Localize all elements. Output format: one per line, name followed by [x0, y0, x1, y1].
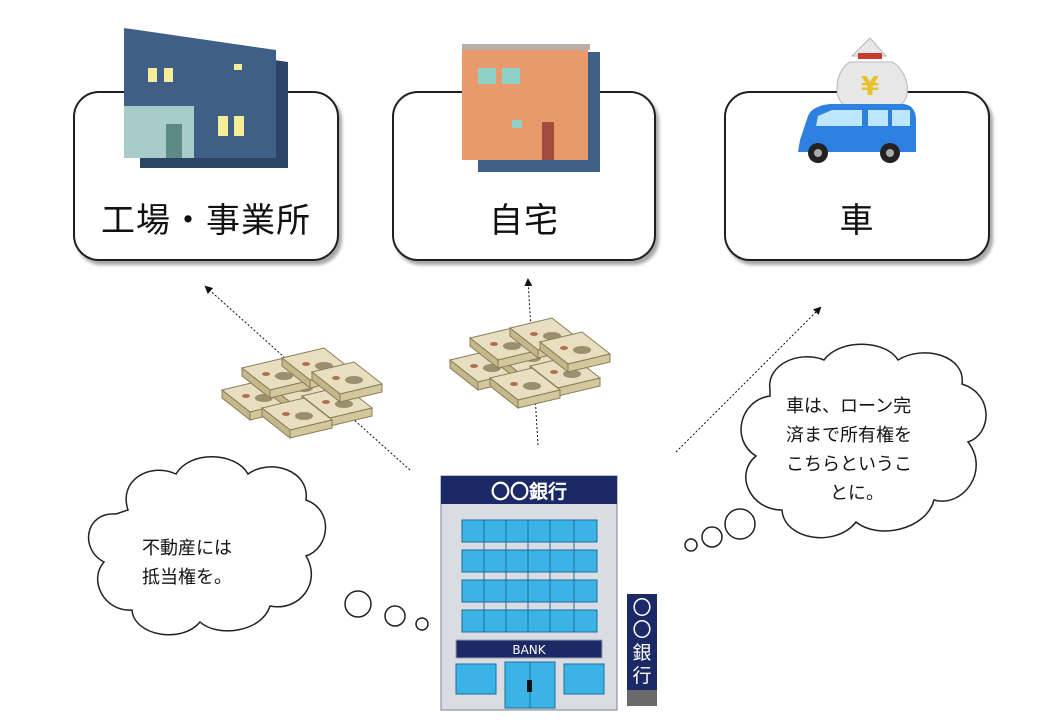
thought-bubble-left: [87, 456, 429, 636]
factory-label: 工場・事業所: [101, 201, 311, 241]
bubble-right-line-3: こちらというこ: [786, 454, 912, 475]
bubble-right-line-1: 車は、ローン完: [786, 396, 912, 417]
cash-pile-left: [222, 348, 382, 438]
home-label: 自宅: [489, 201, 559, 241]
house-icon: [462, 44, 600, 172]
bubble-left-text: 不動産には 抵当権を。: [142, 534, 232, 592]
bank-panel-label: BANK: [512, 643, 546, 657]
car-with-money-bag-icon: ¥: [798, 37, 916, 163]
bank-building: 〇〇銀行 BANK: [440, 475, 618, 711]
arrow-to-home: [524, 278, 539, 446]
vertical-sign-char-3: 銀: [632, 642, 651, 664]
vertical-sign-char-4: 行: [632, 665, 651, 687]
bubble-left-line-2: 抵当権を。: [142, 567, 232, 588]
vertical-sign-char-1: 〇: [632, 597, 651, 619]
factory-icon: [124, 28, 288, 168]
bubble-left-line-1: 不動産には: [142, 538, 232, 559]
arrow-to-car: [675, 306, 822, 453]
bubble-right-text: 車は、ローン完 済まで所有権を こちらというこ とに。: [786, 392, 956, 508]
car-label: 車: [839, 201, 875, 241]
cash-pile-center: [450, 318, 610, 408]
bank-vertical-sign: 〇 〇 銀 行: [627, 594, 657, 706]
bubble-right-line-4: とに。: [830, 483, 884, 504]
bank-sign: 〇〇銀行: [491, 480, 567, 503]
bank-windows: [461, 519, 598, 633]
bubble-right-line-2: 済まで所有権を: [786, 425, 912, 446]
thought-bubble-right: [684, 343, 987, 552]
vertical-sign-char-2: 〇: [632, 619, 651, 641]
yen-symbol: ¥: [861, 72, 879, 102]
